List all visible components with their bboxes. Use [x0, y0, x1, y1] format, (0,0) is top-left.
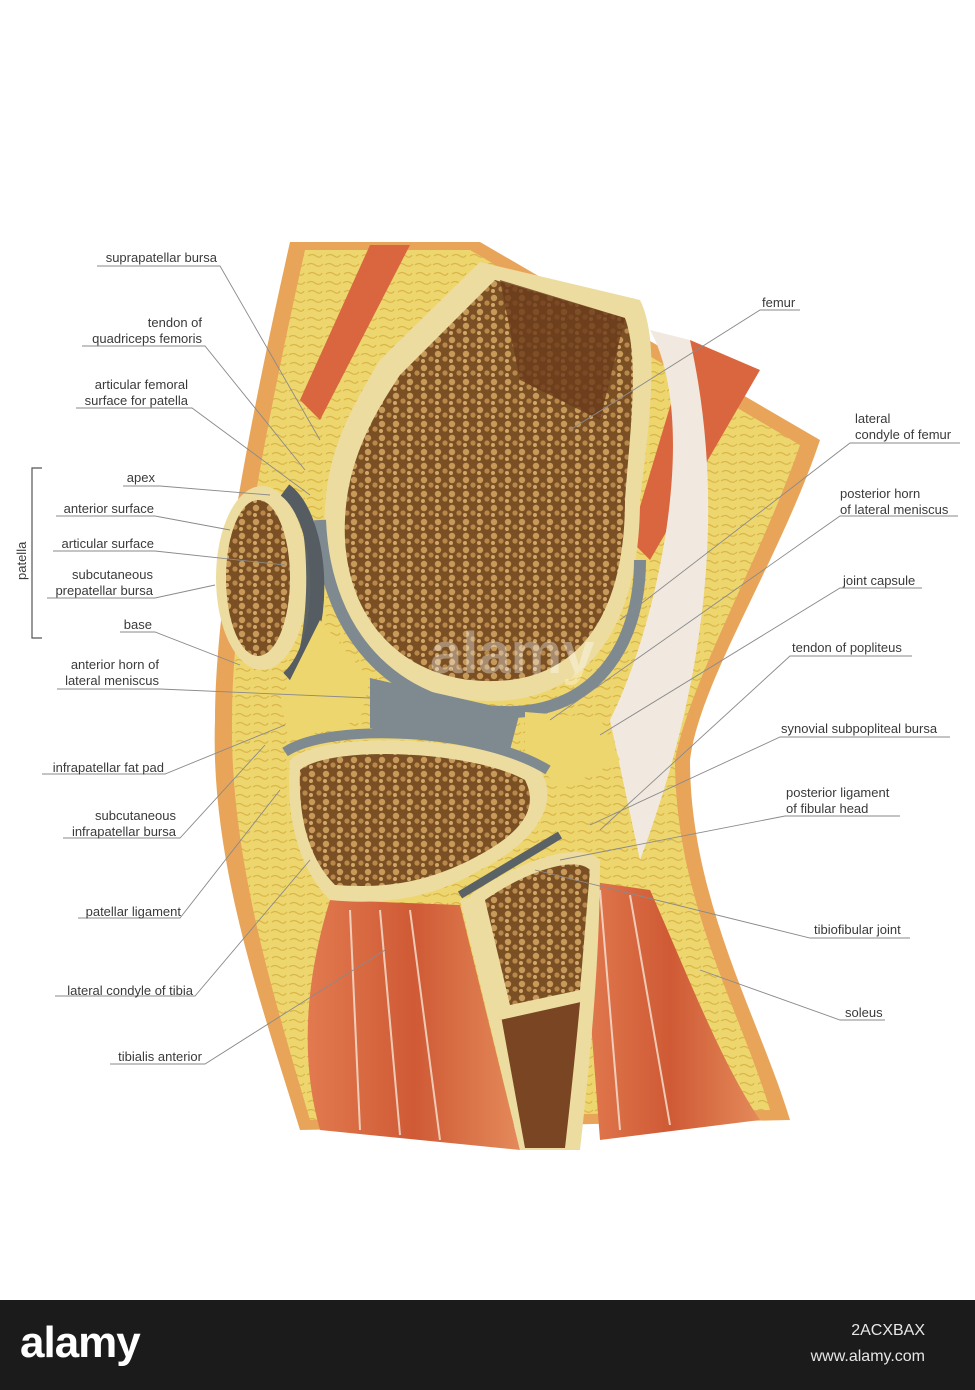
label-base: base — [123, 617, 152, 632]
label-articular-femoral-surface: articular femoral surface for patella — [84, 377, 188, 408]
label-femur: femur — [762, 295, 796, 310]
label-tendon-popliteus: tendon of popliteus — [792, 640, 902, 655]
watermark: alamy — [430, 621, 595, 686]
label-anterior-surface: anterior surface — [63, 501, 154, 516]
label-tibialis-anterior: tibialis anterior — [118, 1049, 202, 1064]
label-lateral-condyle-femur: lateral condyle of femur — [855, 411, 952, 442]
label-anterior-horn: anterior horn of lateral meniscus — [65, 657, 159, 688]
label-lateral-condyle-tibia: lateral condyle of tibia — [67, 983, 193, 998]
label-posterior-horn: posterior horn of lateral meniscus — [840, 486, 949, 517]
label-patella-group: patella — [14, 541, 29, 580]
patella-bracket — [31, 467, 42, 639]
femur-bone — [324, 262, 652, 701]
posterior-horn-meniscus — [525, 712, 620, 790]
image-id: 2ACXBAX — [851, 1322, 925, 1339]
label-subcutaneous-infrapatellar-bursa: subcutaneous infrapatellar bursa — [71, 808, 176, 839]
label-patellar-ligament: patellar ligament — [85, 904, 181, 919]
knee-illustration — [31, 242, 960, 1150]
label-apex: apex — [126, 470, 155, 485]
lower-leg-muscles — [307, 880, 760, 1150]
infrapatellar-fat-pad — [280, 620, 370, 740]
label-subcutaneous-prepatellar-bursa: subcutaneous prepatellar bursa — [55, 567, 153, 598]
joint-capsule-fibers — [610, 330, 709, 860]
label-joint-capsule: joint capsule — [843, 573, 916, 588]
knee-sagittal-diagram: alamy suprapatellar bursa tendon of quad… — [14, 242, 960, 1150]
label-posterior-ligament-fibular-head: posterior ligament of fibular head — [786, 785, 890, 816]
stock-footer: alamy 2ACXBAX www.alamy.com — [0, 1300, 975, 1390]
tibia-plateau — [282, 728, 551, 902]
site-url: www.alamy.com — [810, 1348, 925, 1365]
label-soleus: soleus — [845, 1005, 883, 1020]
label-tibiofibular-joint: tibiofibular joint — [814, 922, 901, 937]
label-tendon-quadriceps: tendon of quadriceps femoris — [92, 315, 202, 346]
alamy-logo: alamy — [20, 1318, 141, 1367]
label-articular-surface: articular surface — [61, 536, 154, 551]
quadriceps-muscle — [300, 245, 410, 420]
label-synovial-subpopliteal-bursa: synovial subpopliteal bursa — [781, 721, 938, 736]
leader-lines — [42, 265, 960, 1065]
label-suprapatellar-bursa: suprapatellar bursa — [105, 250, 217, 265]
label-infrapatellar-fat-pad: infrapatellar fat pad — [52, 760, 164, 775]
fibula-head — [457, 831, 600, 1020]
